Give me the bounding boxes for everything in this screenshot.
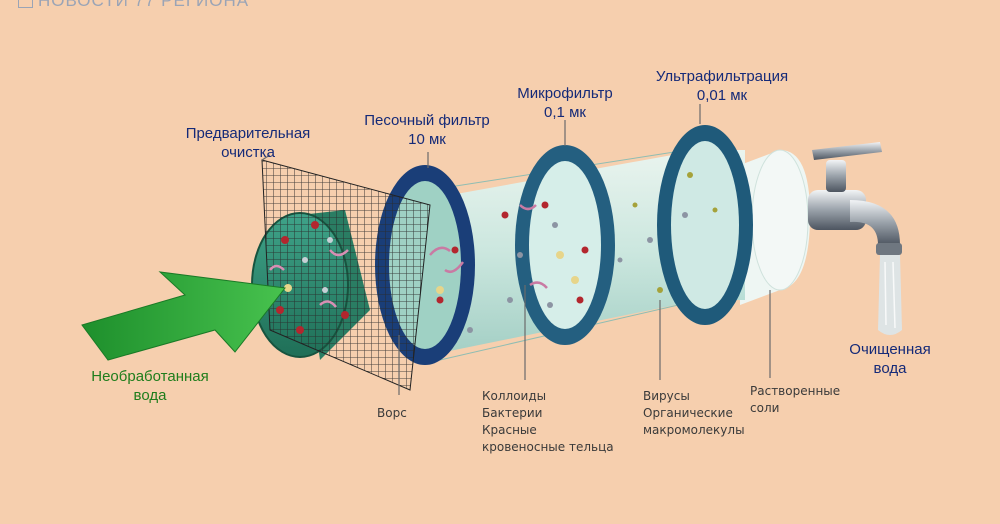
label-clean-water-line1: Очищенная <box>849 341 931 358</box>
label-ultra-line2: 0,01 мк <box>696 87 748 104</box>
label-clean-water-line2: вода <box>873 360 907 377</box>
label-sand-line2: 10 мк <box>408 131 446 148</box>
faucet-icon <box>808 142 902 255</box>
label-raw-water-line2: вода <box>133 387 167 404</box>
watermark-icon <box>18 0 33 8</box>
contaminant-red-line1: Красные <box>482 423 537 437</box>
label-ultra-filter: Ультрафильтрация 0,01 мк <box>627 67 817 105</box>
label-ultra-line1: Ультрафильтрация <box>655 68 789 85</box>
label-micro-filter: Микрофильтр 0,1 мк <box>500 84 630 122</box>
contaminant-salts-line1: Растворенные <box>750 384 841 398</box>
prefilter-mesh <box>261 159 431 391</box>
water-stream <box>878 255 902 335</box>
label-raw-water: Необработанная вода <box>70 367 230 405</box>
contaminant-colloids: Коллоиды <box>482 389 547 403</box>
label-micro-line1: Микрофильтр <box>517 85 613 102</box>
label-sand-line1: Песочный фильтр <box>364 112 490 129</box>
contaminant-organic-line1: Органические <box>643 406 733 420</box>
label-micro-line2: 0,1 мк <box>544 104 586 121</box>
watermark: НОВОСТИ 77 РЕГИОНА <box>38 0 250 10</box>
label-stage3-contaminants: Вирусы Органические макромолекулы <box>643 388 745 439</box>
contaminant-salts-line2: соли <box>750 401 780 415</box>
label-stage4-contaminants: Растворенные соли <box>750 383 840 417</box>
contaminant-organic-line2: макромолекулы <box>643 423 745 437</box>
contaminant-red-line2: кровеносные тельца <box>482 440 614 454</box>
ultra-filter-ring <box>657 125 753 325</box>
label-clean-water: Очищенная вода <box>830 340 950 378</box>
label-fibers: Ворс <box>377 406 407 420</box>
leader-lines <box>261 104 771 395</box>
particles <box>269 172 718 334</box>
contaminant-bacteria: Бактерии <box>482 406 543 420</box>
label-stage2-contaminants: Коллоиды Бактерии Красные кровеносные те… <box>482 388 614 456</box>
label-prefilter-line1: Предварительная <box>185 125 311 142</box>
label-prefilter: Предварительная очистка <box>166 124 330 162</box>
micro-filter-ring <box>515 145 615 345</box>
label-prefilter-line2: очистка <box>221 144 275 161</box>
contaminant-viruses: Вирусы <box>643 389 690 403</box>
label-raw-water-line1: Необработанная <box>91 368 209 385</box>
label-sand-filter: Песочный фильтр 10 мк <box>342 111 512 149</box>
raw-water-arrow <box>81 271 286 361</box>
